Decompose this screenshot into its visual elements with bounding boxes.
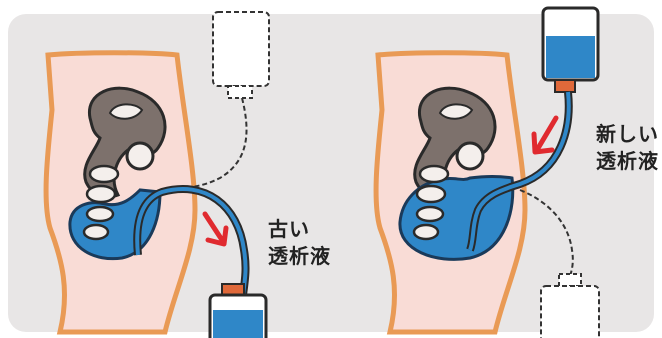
right-new-bag: [543, 8, 598, 92]
old-fluid-label-line2: 透析液: [268, 243, 331, 270]
old-fluid-label-line1: 古い: [268, 216, 331, 243]
new-fluid-label-line2: 透析液: [596, 148, 659, 175]
new-fluid-label-line1: 新しい: [596, 121, 659, 148]
new-fluid-label: 新しい 透析液: [596, 121, 659, 175]
old-fluid-label: 古い 透析液: [268, 216, 331, 270]
